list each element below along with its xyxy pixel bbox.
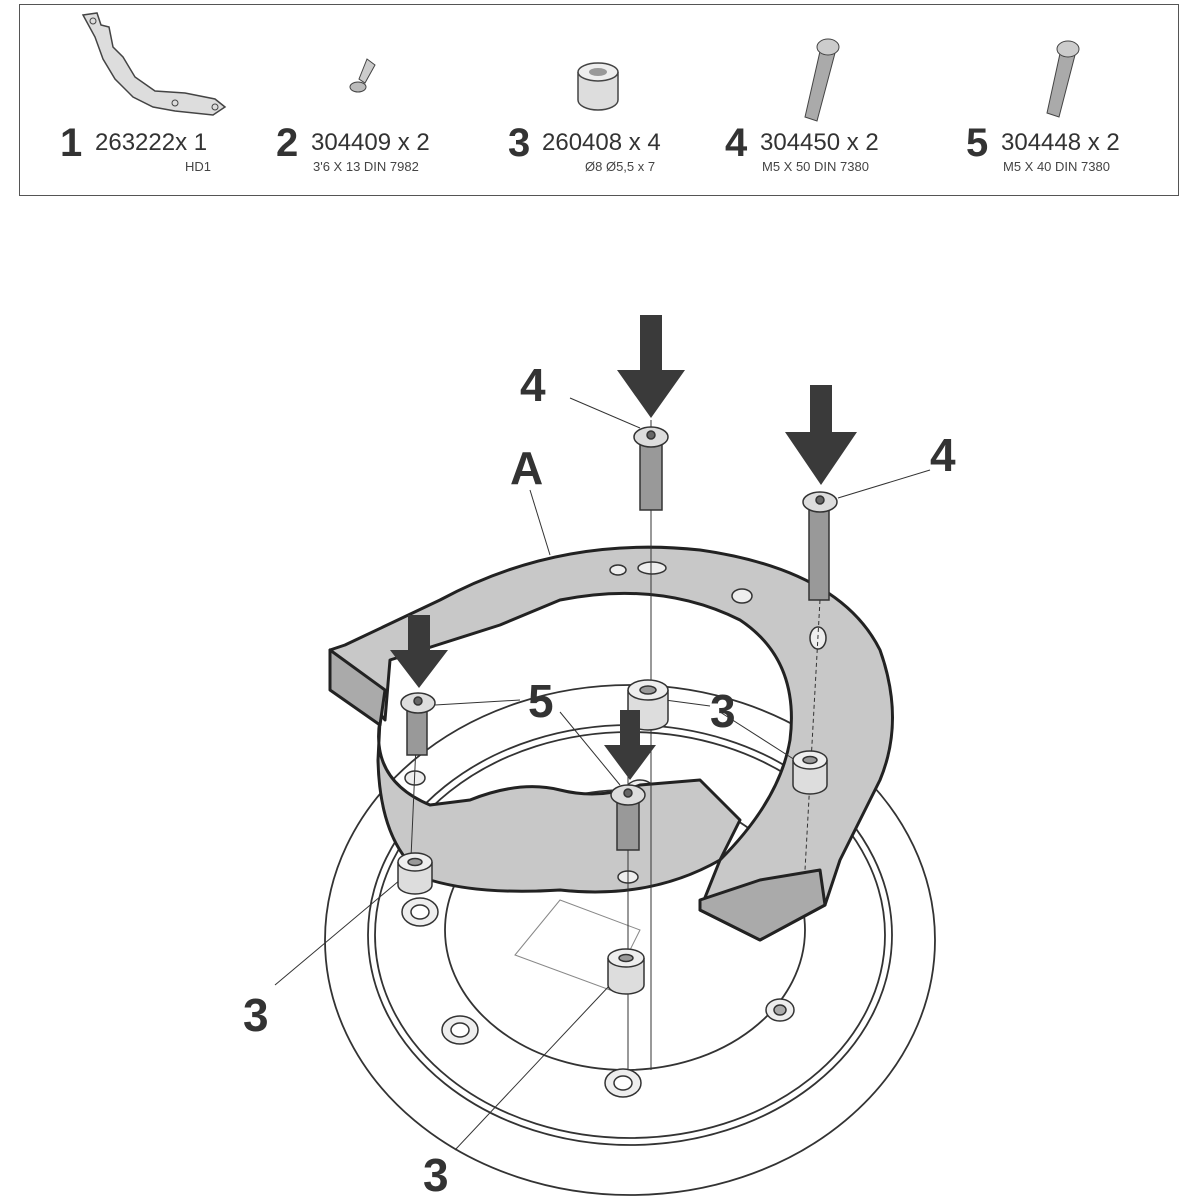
bolts (400, 426, 838, 851)
part-number: 5 (966, 121, 989, 165)
part-number: 2 (276, 121, 299, 165)
part-number: 1 (60, 121, 83, 165)
arrow-down-icon (785, 385, 857, 485)
part-spec: HD1 (185, 159, 212, 174)
part-spec: Ø8 Ø5,5 x 7 (585, 159, 656, 174)
part-code: 304450 x 2 (760, 129, 879, 156)
spacer-part-icon (577, 62, 619, 111)
part-spec: M5 X 40 DIN 7380 (1003, 159, 1110, 174)
callout-spacer-3-bottom: 3 (423, 1149, 449, 1201)
callout-bolt-4-right: 4 (930, 429, 956, 481)
callout-spacer-3-left: 3 (243, 989, 269, 1041)
part-code: 260408 x 4 (542, 129, 661, 156)
callout-ring-a: A (510, 442, 544, 494)
callout-bolt-5: 5 (528, 675, 554, 727)
bracket-part-icon (81, 12, 227, 116)
callout-bolt-4-left: 4 (520, 359, 546, 411)
part-spec: 3'6 X 13 DIN 7982 (313, 159, 419, 174)
part-code: 304448 x 2 (1001, 129, 1120, 156)
bolt-m5x40-part-icon (1046, 40, 1080, 118)
part-code: 263222x 1 (95, 129, 208, 156)
part-number: 3 (508, 121, 531, 165)
down-arrows (390, 315, 857, 780)
callout-spacer-3-right: 3 (710, 685, 736, 737)
bolt-m5x50-part-icon (804, 38, 840, 122)
screw-part-icon (349, 58, 376, 93)
arrow-down-icon (390, 615, 448, 688)
part-number: 4 (725, 121, 748, 165)
tank-ring-a (328, 545, 894, 942)
parts-list: 1 263222x 1 HD1 2 304409 x 2 3'6 X 13 DI… (19, 4, 1179, 196)
arrow-down-icon (604, 710, 656, 780)
part-spec: M5 X 50 DIN 7380 (762, 159, 869, 174)
part-code: 304409 x 2 (311, 129, 430, 156)
arrow-down-icon (617, 315, 685, 418)
